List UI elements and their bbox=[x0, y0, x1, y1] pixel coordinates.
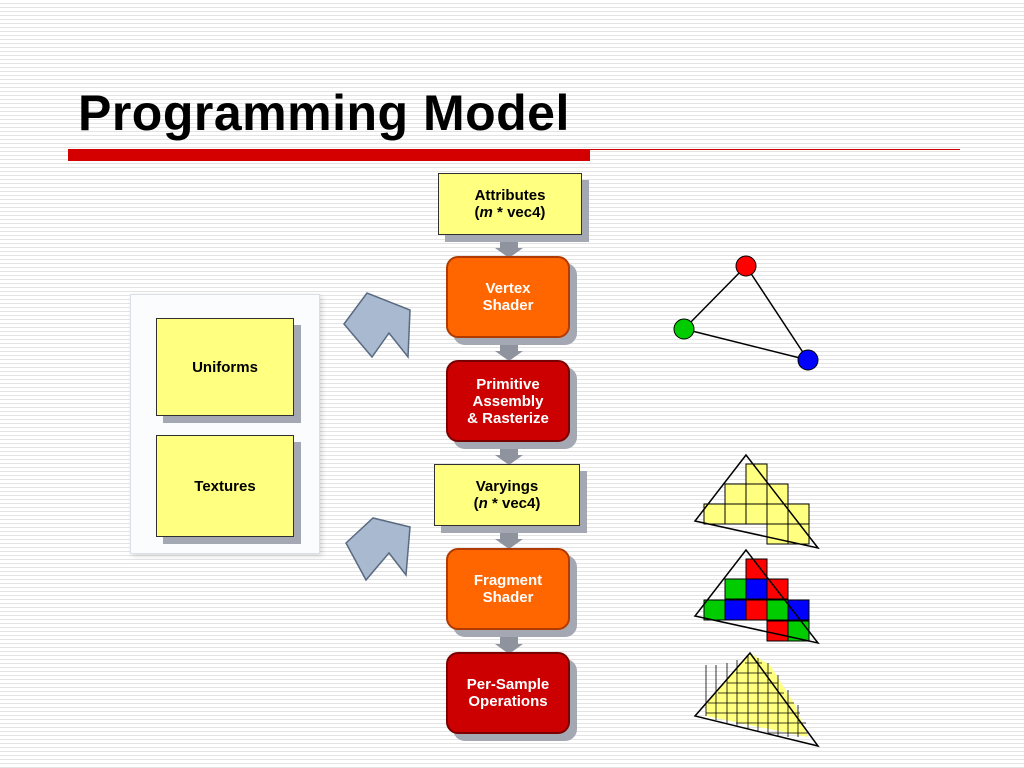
per-sample-box: Per-Sample Operations bbox=[446, 652, 570, 734]
varyings-type: (n * vec4) bbox=[473, 495, 541, 512]
per-sample-label: Per-Sample Operations bbox=[466, 676, 550, 710]
fragment-shader-box: Fragment Shader bbox=[446, 548, 570, 630]
connector-varyings-fragment bbox=[495, 527, 523, 549]
fragment-shader-label: Fragment Shader bbox=[473, 572, 543, 606]
attributes-label: Attributes bbox=[474, 187, 546, 204]
attributes-type: (m * vec4) bbox=[474, 204, 546, 221]
varyings-box: Varyings (n * vec4) bbox=[434, 464, 580, 526]
textures-box: Textures bbox=[156, 435, 294, 537]
triangle-vertices-icon bbox=[673, 255, 819, 371]
vertex-shader-label: Vertex Shader bbox=[482, 280, 534, 314]
uniforms-label: Uniforms bbox=[192, 358, 258, 376]
title-underline bbox=[68, 149, 590, 161]
connector-fragment-persample bbox=[495, 632, 523, 654]
rasterized-triangle-icon bbox=[693, 453, 820, 550]
varyings-count-var: n bbox=[478, 495, 488, 512]
sample-grid-icon bbox=[693, 651, 820, 748]
page-title: Programming Model bbox=[78, 85, 570, 141]
connector-primitive-varyings bbox=[495, 443, 523, 465]
primitive-assembly-box: Primitive Assembly & Rasterize bbox=[446, 360, 570, 442]
block-arrow-icon bbox=[343, 292, 411, 360]
uniforms-box: Uniforms bbox=[156, 318, 294, 416]
block-arrow-icon bbox=[345, 517, 411, 582]
connector-vertex-primitive bbox=[495, 339, 523, 361]
textures-label: Textures bbox=[194, 477, 256, 495]
title-underline-thin bbox=[590, 149, 960, 150]
shaded-fragments-icon bbox=[693, 548, 820, 645]
varyings-label: Varyings bbox=[475, 478, 539, 495]
attributes-count-var: m bbox=[479, 204, 493, 221]
connector-attributes-vertex bbox=[495, 236, 523, 258]
vertex-shader-box: Vertex Shader bbox=[446, 256, 570, 338]
attributes-box: Attributes (m * vec4) bbox=[438, 173, 582, 235]
primitive-assembly-label: Primitive Assembly & Rasterize bbox=[467, 375, 549, 427]
